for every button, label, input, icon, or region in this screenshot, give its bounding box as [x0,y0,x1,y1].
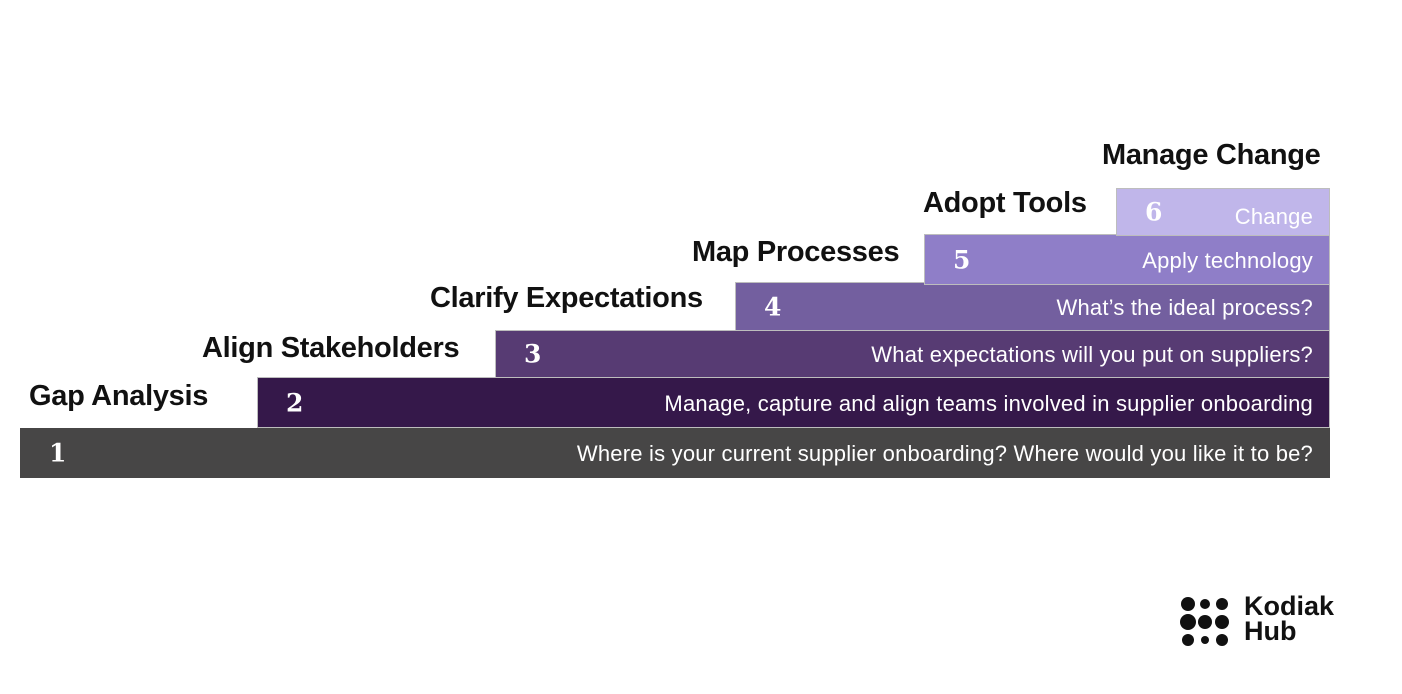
step-2-description: Manage, capture and align teams involved… [664,390,1313,416]
step-4-title: Map Processes [692,236,900,268]
step-2-number: 2 [286,388,304,417]
step-3-number: 3 [524,339,542,369]
step-5-description: Apply technology [1142,247,1313,273]
step-1-number: 1 [49,438,67,468]
logo-dots-icon [1180,597,1229,646]
logo-text-line-2: Hub [1244,616,1297,646]
kodiak-hub-logo: Kodiak Hub [1180,591,1350,650]
step-3-title: Clarify Expectations [430,282,703,314]
step-3-bar: 3 What expectations will you put on supp… [495,330,1330,378]
step-3-description: What expectations will you put on suppli… [871,342,1313,368]
step-1-title: Gap Analysis [29,380,209,412]
step-4-description: What’s the ideal process? [1056,294,1313,320]
logo-text-line-1: Kodiak [1244,591,1335,621]
step-2-bar: 2 Manage, capture and align teams involv… [257,377,1330,428]
step-6-bar: 6 Change [1116,188,1330,236]
step-6-title: Manage Change [1102,139,1321,171]
step-6-number: 6 [1145,197,1163,227]
step-4-bar: 4 What’s the ideal process? [735,282,1330,331]
step-5-bar: 5 Apply technology [924,234,1330,285]
step-6-description: Change [1234,204,1313,230]
step-4-number: 4 [764,292,782,321]
step-5-number: 5 [953,245,971,274]
step-1-bar: 1 Where is your current supplier onboard… [20,428,1330,478]
step-1-description: Where is your current supplier onboardin… [576,441,1313,467]
step-5-title: Adopt Tools [923,187,1087,219]
step-2-title: Align Stakeholders [202,332,460,364]
